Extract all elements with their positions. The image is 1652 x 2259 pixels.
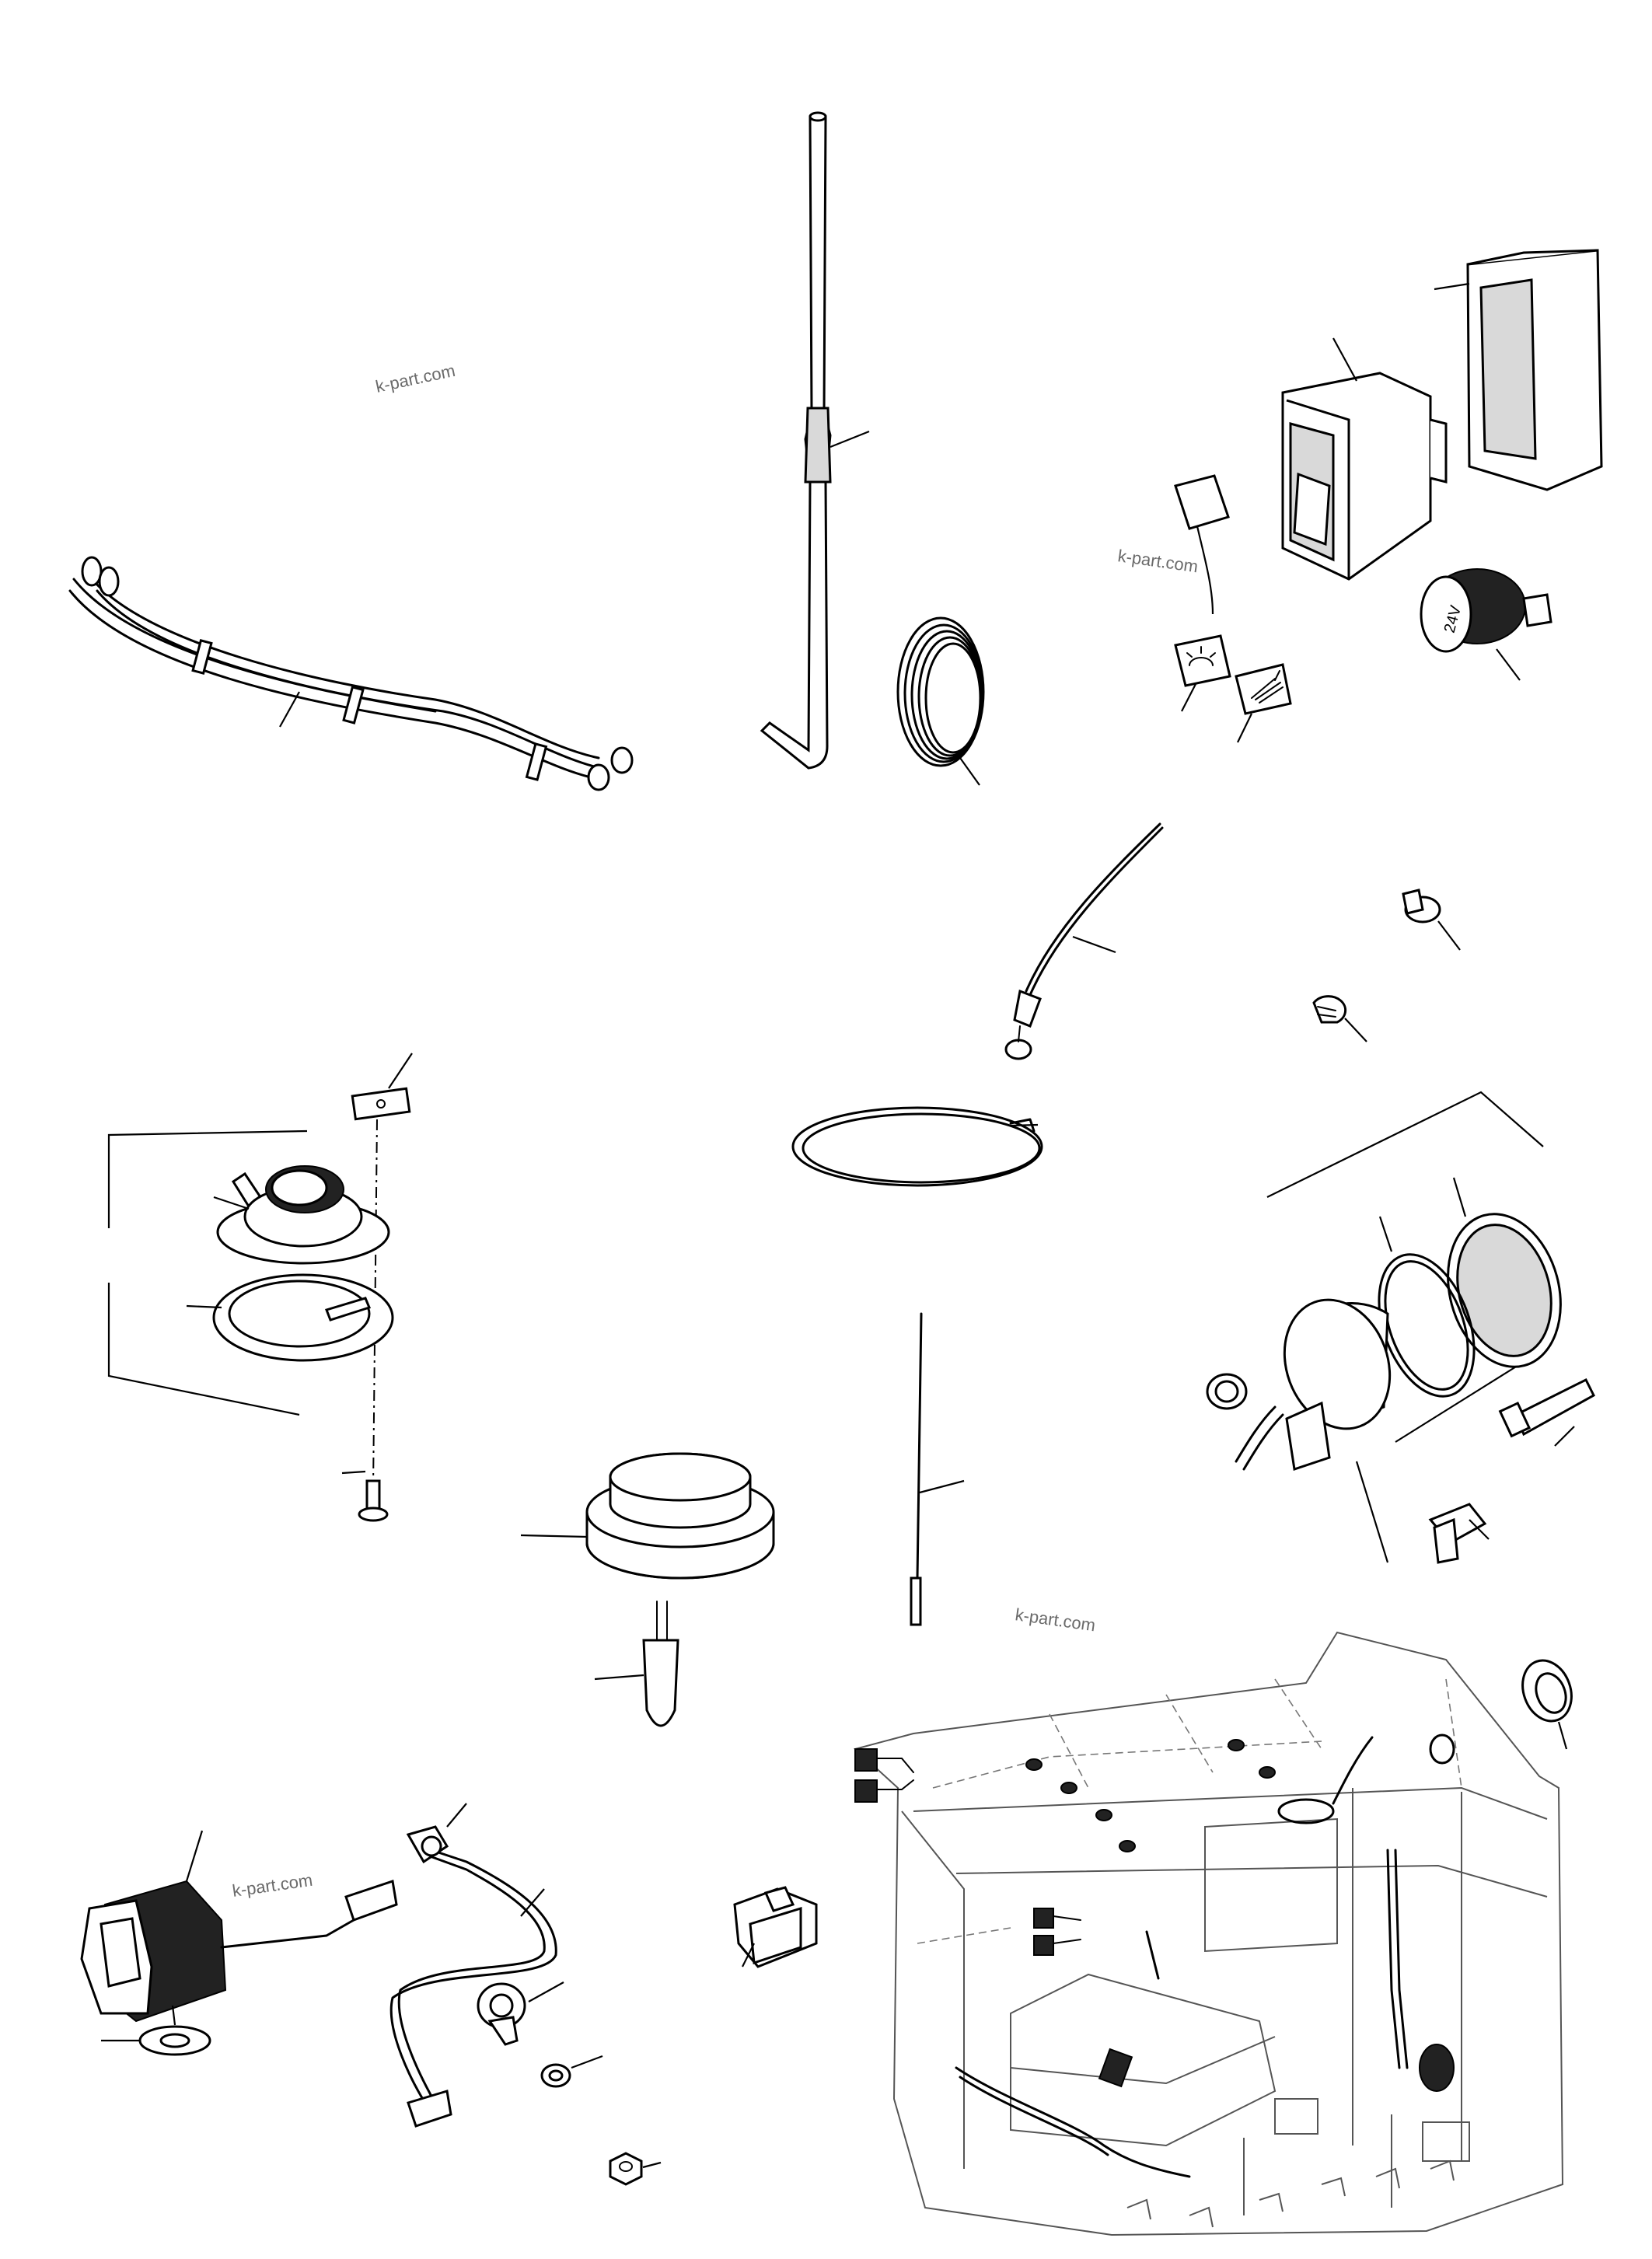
cable-clip-bottom: [1312, 995, 1367, 1042]
switch-bezel: [1434, 249, 1603, 491]
work-lamp-assembly: [1206, 1091, 1595, 1564]
symbol-labels: [1174, 634, 1292, 743]
speaker-assembly: [107, 1053, 413, 1522]
washer: [540, 2055, 603, 2088]
wiring-harness: [68, 556, 634, 791]
watermark-4: k-part.com: [231, 1870, 313, 1901]
cab-frame: [853, 1631, 1564, 2236]
coiled-cable: [896, 616, 985, 786]
cable-with-connectors: [389, 1803, 557, 2128]
bulb: [594, 1601, 679, 1727]
nut: [609, 2152, 662, 2186]
antenna-cable: [1004, 822, 1164, 1060]
watermark-1: k-part.com: [374, 361, 457, 396]
grommet-right: [1521, 1659, 1573, 1750]
rocker-switch: [1281, 337, 1448, 581]
whip-antenna: [910, 1312, 965, 1626]
p-clamp: [477, 1981, 564, 2046]
antenna-rod: [760, 111, 870, 770]
indicator-switch-24v: 24V: [1420, 568, 1552, 681]
watermark-2: k-part.com: [1116, 546, 1199, 576]
watermark-3: k-part.com: [1014, 1604, 1096, 1635]
work-light: [80, 1830, 398, 2056]
wire-loop: [791, 1106, 1043, 1187]
button-cap: [520, 1452, 775, 1580]
relay: [733, 1886, 818, 1968]
switch-symbol-label: [1174, 474, 1230, 615]
cable-clip-top: [1402, 889, 1461, 951]
